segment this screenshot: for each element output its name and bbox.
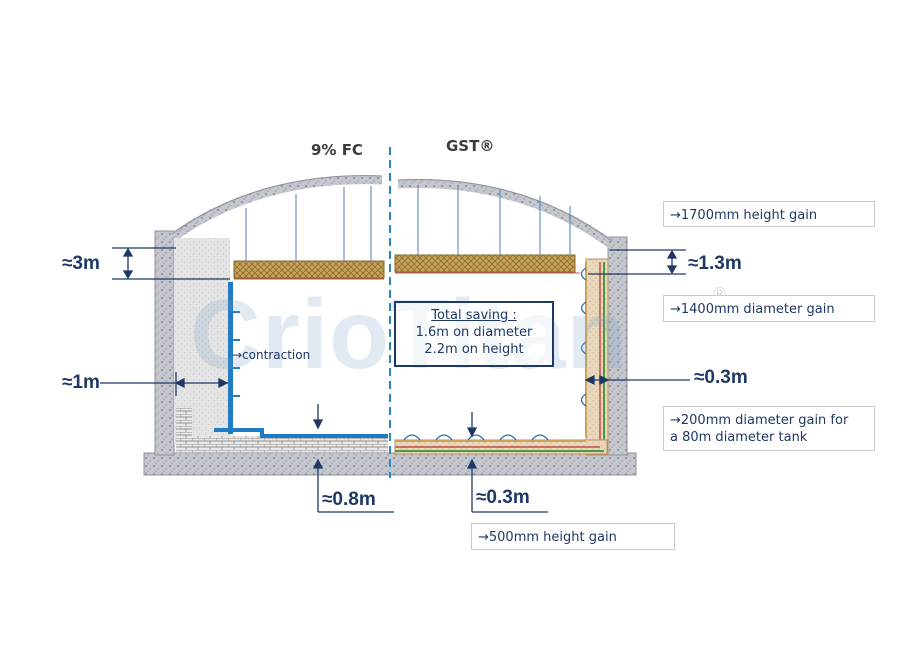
dim-1m: ≈1m (62, 372, 100, 393)
right-title: GST® (446, 137, 495, 155)
suspended-deck-insulation-right (394, 254, 576, 273)
contraction-label: →contraction (232, 348, 311, 362)
left-title: 9% FC (311, 141, 363, 159)
note-1700mm-height-gain: →1700mm height gain (663, 201, 875, 227)
inner-wall-left (228, 282, 233, 434)
dim-0-3m-bottom-marker (466, 412, 548, 513)
dome-right (397, 179, 615, 249)
note-1700mm-text: →1700mm height gain (670, 208, 818, 223)
dim-0-3m-bottom: ≈0.3m (476, 487, 530, 508)
dim-1m-marker (100, 372, 229, 396)
outer-wall-left (154, 230, 175, 456)
note-500mm-text: →500mm height gain (478, 530, 617, 545)
bottom-insulation-left (192, 436, 388, 454)
dim-0-8m: ≈0.8m (322, 489, 376, 510)
dim-1-3m: ≈1.3m (688, 253, 742, 274)
total-saving-title: Total saving : (431, 308, 517, 323)
dim-0-3m-side: ≈0.3m (694, 367, 748, 388)
dim-3m: ≈3m (62, 253, 100, 274)
dim-3m-marker (112, 247, 230, 280)
total-saving-height: 2.2m on height (424, 342, 524, 357)
dim-0-8m-marker (312, 404, 394, 513)
note-1400mm-diameter-gain: →1400mm diameter gain (663, 295, 875, 322)
total-saving-diameter: 1.6m on diameter (415, 325, 533, 340)
total-saving-box: Total saving : 1.6m on diameter 2.2m on … (394, 301, 554, 367)
note-200mm-diameter-gain: →200mm diameter gain for a 80m diameter … (663, 406, 875, 451)
dim-0-3m-side-marker (584, 374, 690, 386)
bottom-brick-left (176, 408, 192, 454)
dim-1-3m-marker (588, 249, 686, 275)
note-200mm-line2: a 80m diameter tank (670, 430, 808, 445)
note-200mm-line1: →200mm diameter gain for (670, 413, 849, 428)
note-500mm-height-gain: →500mm height gain (471, 523, 675, 550)
inner-bottom-left (214, 428, 388, 438)
note-1400mm-text: →1400mm diameter gain (670, 302, 835, 317)
dome-left (169, 175, 383, 242)
suspended-deck-insulation-left (233, 260, 385, 279)
